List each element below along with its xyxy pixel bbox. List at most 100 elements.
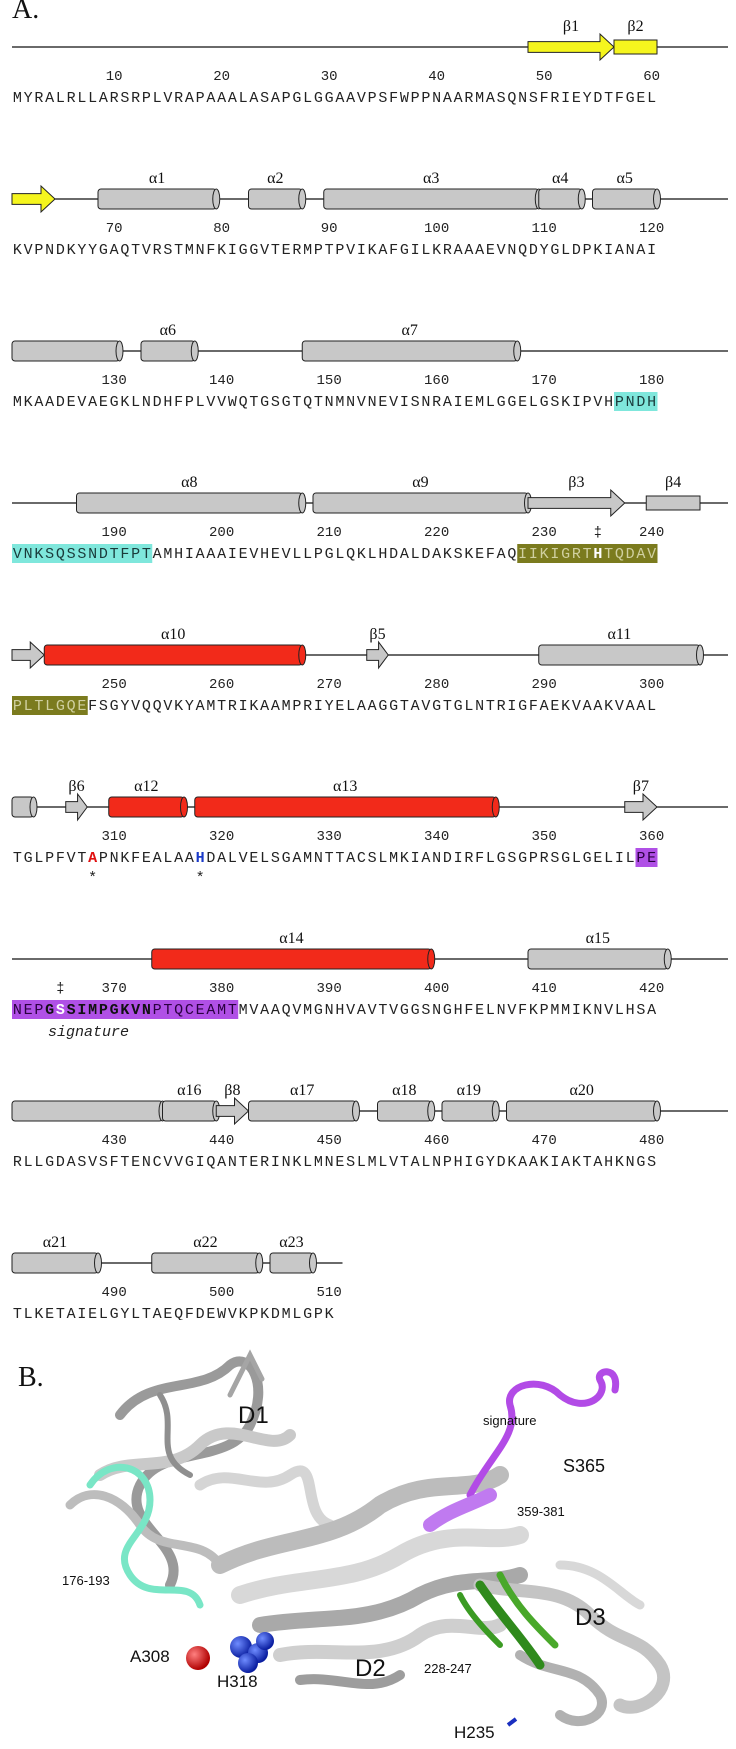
residue: K xyxy=(529,1002,538,1019)
residue: T xyxy=(325,850,334,867)
residue: E xyxy=(647,850,656,867)
highlight-bg xyxy=(87,544,99,563)
residue: I xyxy=(185,546,194,563)
residue: A xyxy=(647,1002,656,1019)
residue: E xyxy=(335,1154,344,1171)
highlight-bg xyxy=(227,1000,239,1019)
residue: K xyxy=(34,1306,43,1320)
helix-body xyxy=(538,188,583,210)
residue: E xyxy=(475,546,484,563)
position-tick: 160 xyxy=(424,373,449,389)
residue: G xyxy=(110,1002,119,1019)
element-label: α17 xyxy=(290,1082,314,1099)
residue: N xyxy=(507,242,516,259)
residue: A xyxy=(357,1002,366,1019)
highlight-bg xyxy=(614,392,626,411)
residue: L xyxy=(626,850,635,867)
residue: H xyxy=(454,1002,463,1019)
highlight-bg xyxy=(55,696,67,715)
residue: K xyxy=(325,1306,334,1320)
dagger-marker: ‡ xyxy=(594,525,602,541)
position-tick: 220 xyxy=(424,525,449,541)
residue: G xyxy=(325,546,334,563)
residue: A xyxy=(346,90,355,107)
range-176-193-label: 176-193 xyxy=(62,1573,110,1588)
position-tick: 510 xyxy=(317,1285,342,1301)
helix-body xyxy=(441,1100,497,1122)
residue: E xyxy=(131,1154,140,1171)
residue: D xyxy=(572,242,581,259)
residue: G xyxy=(518,698,527,715)
residue: K xyxy=(217,242,226,259)
residue: K xyxy=(561,698,570,715)
helix-body xyxy=(301,340,518,362)
residue: T xyxy=(249,394,258,411)
highlight-bg xyxy=(571,544,583,563)
residue: G xyxy=(249,242,258,259)
residue: L xyxy=(24,698,33,715)
highlight-bg xyxy=(635,392,647,411)
highlight-bg xyxy=(76,696,88,715)
position-tick: 120 xyxy=(639,221,664,237)
residue: Y xyxy=(120,1306,129,1320)
residue: M xyxy=(303,1002,312,1019)
element-label: α10 xyxy=(161,626,185,643)
element-label: α9 xyxy=(412,474,428,491)
residue: A xyxy=(45,394,54,411)
highlight-bg xyxy=(33,1000,45,1019)
residue: D xyxy=(153,394,162,411)
element-label: β5 xyxy=(369,626,385,643)
residue: L xyxy=(303,90,312,107)
residue: V xyxy=(249,1002,258,1019)
residue: I xyxy=(518,546,527,563)
position-tick: 480 xyxy=(639,1133,664,1149)
residue: E xyxy=(142,850,151,867)
strand-arrow xyxy=(527,32,615,62)
residue: P xyxy=(411,90,420,107)
residue: H xyxy=(260,546,269,563)
residue: G xyxy=(454,698,463,715)
residue: V xyxy=(357,90,366,107)
residue: L xyxy=(378,1154,387,1171)
residue: A xyxy=(88,850,97,867)
residue: P xyxy=(335,242,344,259)
residue: L xyxy=(647,90,656,107)
residue: F xyxy=(56,850,65,867)
residue: A xyxy=(454,90,463,107)
residue: F xyxy=(529,698,538,715)
residue: R xyxy=(464,850,473,867)
position-tick: 280 xyxy=(424,677,449,693)
residue: G xyxy=(636,1154,645,1171)
residue: D xyxy=(99,546,108,563)
residue: Q xyxy=(56,546,65,563)
highlight-bg xyxy=(44,1000,56,1019)
residue: R xyxy=(497,698,506,715)
residue: N xyxy=(142,394,151,411)
residue: G xyxy=(497,394,506,411)
residue: L xyxy=(163,850,172,867)
residue: N xyxy=(626,242,635,259)
residue: A xyxy=(271,698,280,715)
residue: A xyxy=(34,394,43,411)
residue: R xyxy=(34,90,43,107)
highlight-bg xyxy=(624,392,636,411)
residue: A xyxy=(443,394,452,411)
residue: L xyxy=(260,850,269,867)
residue: K xyxy=(561,394,570,411)
residue: A xyxy=(529,1154,538,1171)
residue: I xyxy=(314,698,323,715)
residue: K xyxy=(239,1306,248,1320)
residue: L xyxy=(464,698,473,715)
residue: A xyxy=(196,546,205,563)
residue: Q xyxy=(507,90,516,107)
residue: K xyxy=(572,1154,581,1171)
helix-cylinder xyxy=(441,1100,500,1122)
residue: S xyxy=(67,1002,76,1019)
residue: A xyxy=(260,698,269,715)
residue: N xyxy=(325,1002,334,1019)
position-tick: 30 xyxy=(321,69,338,85)
helix-cap xyxy=(29,796,38,818)
residue: R xyxy=(464,90,473,107)
